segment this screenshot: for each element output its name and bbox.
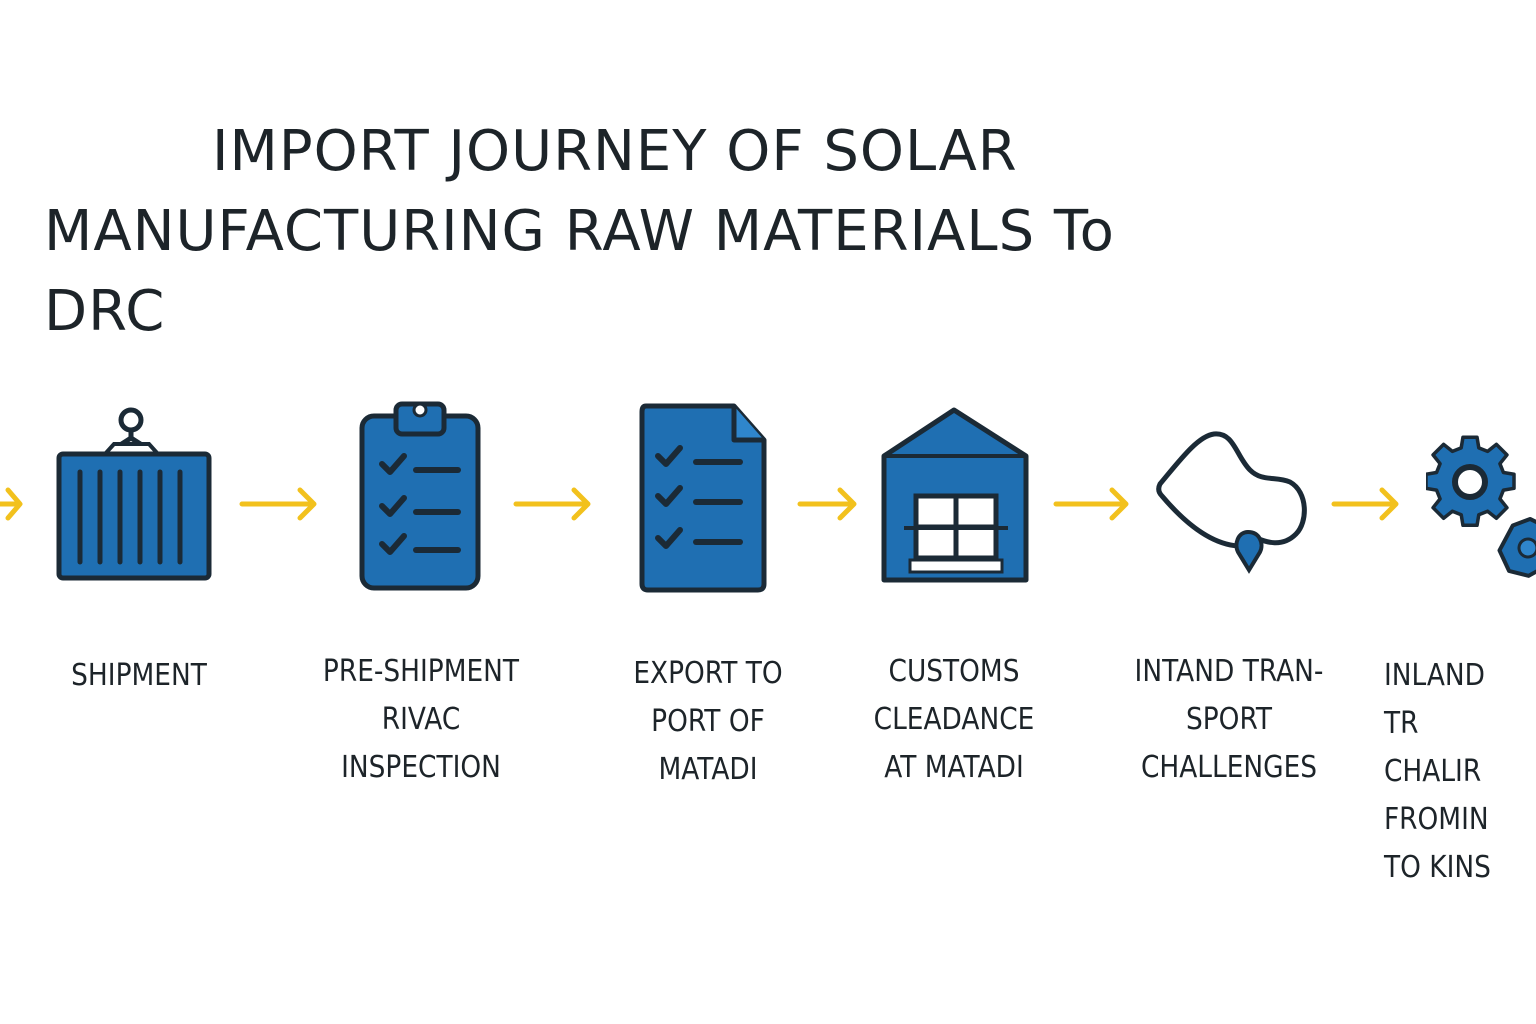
step-label-shipment: SHIPMENT [71, 658, 207, 693]
arrow-icon [239, 487, 317, 521]
step-label-inland-transport-kinshasa: INLAND TR CHALIR FROMIN TO KINS [1384, 658, 1491, 885]
warehouse-icon [881, 407, 1029, 583]
step-label-inland-transport: INTAND TRAN- SPORT CHALLENGES [1134, 654, 1324, 785]
gears-icon [1426, 435, 1536, 578]
title-line-1: IMPORT JOURNEY OF SOLAR [212, 119, 1018, 184]
step-label-pre-shipment-inspection: PRE-SHIPMENT RIVAC INSPECTION [322, 654, 520, 785]
route-pin-icon [1156, 431, 1307, 574]
step-label-customs-clearance: CUSTOMS CLEADANCE AT MATADI [873, 654, 1035, 785]
arrow-icon [513, 487, 591, 521]
arrow-icon [1331, 487, 1399, 521]
document-checklist-icon [639, 403, 767, 593]
shipping-container-icon [56, 407, 212, 581]
arrow-icon [797, 487, 857, 521]
title-line-2: MANUFACTURING RAW MATERIALS To DRC [44, 199, 1115, 344]
arrow-icon [0, 487, 23, 521]
step-label-export-to-port: EXPORT TO PORT OF MATADI [633, 656, 783, 787]
clipboard-checklist-icon [359, 401, 481, 591]
arrow-icon [1053, 487, 1129, 521]
diagram-title: IMPORT JOURNEY OF SOLAR MANUFACTURING RA… [44, 112, 1164, 352]
